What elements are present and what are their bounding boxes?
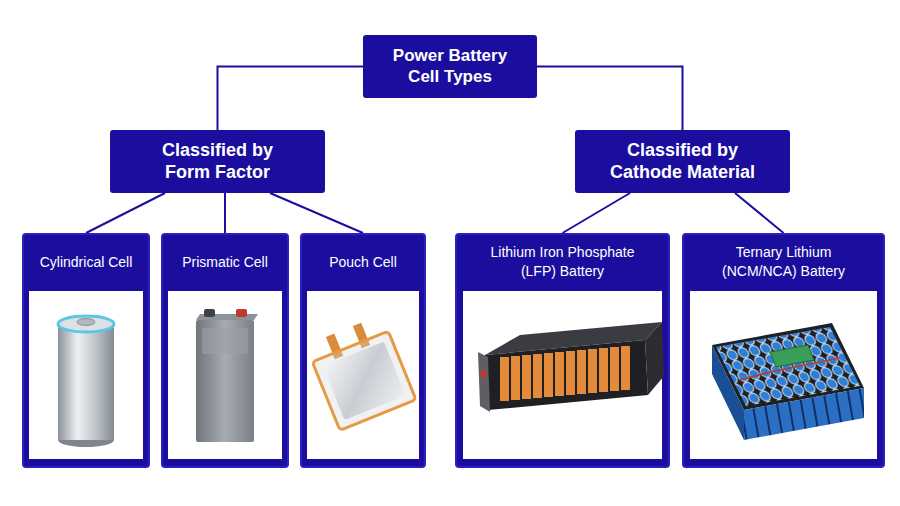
category-card: Pouch Cell bbox=[300, 233, 426, 468]
tree-connector bbox=[735, 193, 784, 233]
category-card: Ternary Lithium (NCM/NCA) Battery bbox=[682, 233, 885, 468]
category-card: Cylindrical Cell bbox=[22, 233, 150, 468]
card-title: Pouch Cell bbox=[329, 253, 397, 272]
card-title: Ternary Lithium (NCM/NCA) Battery bbox=[701, 243, 866, 281]
card-title-area: Pouch Cell bbox=[302, 235, 424, 289]
card-title: Lithium Iron Phosphate (LFP) Battery bbox=[473, 243, 653, 281]
card-title-area: Lithium Iron Phosphate (LFP) Battery bbox=[457, 235, 668, 289]
card-title-area: Prismatic Cell bbox=[163, 235, 287, 289]
category-card: Prismatic Cell bbox=[161, 233, 289, 468]
tree-connector bbox=[563, 193, 631, 233]
heading-text: Classified by Form Factor bbox=[143, 140, 293, 184]
heading-box: Classified by Form Factor bbox=[110, 130, 325, 193]
tree-connector bbox=[218, 67, 364, 131]
tree-connector bbox=[86, 193, 165, 233]
card-title: Cylindrical Cell bbox=[40, 253, 133, 272]
heading-box: Power Battery Cell Types bbox=[363, 35, 537, 98]
card-title: Prismatic Cell bbox=[182, 253, 268, 272]
heading-text: Power Battery Cell Types bbox=[385, 46, 515, 87]
tree-connector bbox=[224, 193, 226, 233]
card-title-area: Cylindrical Cell bbox=[24, 235, 148, 289]
tree-connector bbox=[537, 67, 683, 131]
category-card: Lithium Iron Phosphate (LFP) Battery bbox=[455, 233, 670, 468]
heading-text: Classified by Cathode Material bbox=[595, 140, 770, 184]
heading-box: Classified by Cathode Material bbox=[575, 130, 790, 193]
card-title-area: Ternary Lithium (NCM/NCA) Battery bbox=[684, 235, 883, 289]
tree-connector bbox=[270, 193, 363, 233]
